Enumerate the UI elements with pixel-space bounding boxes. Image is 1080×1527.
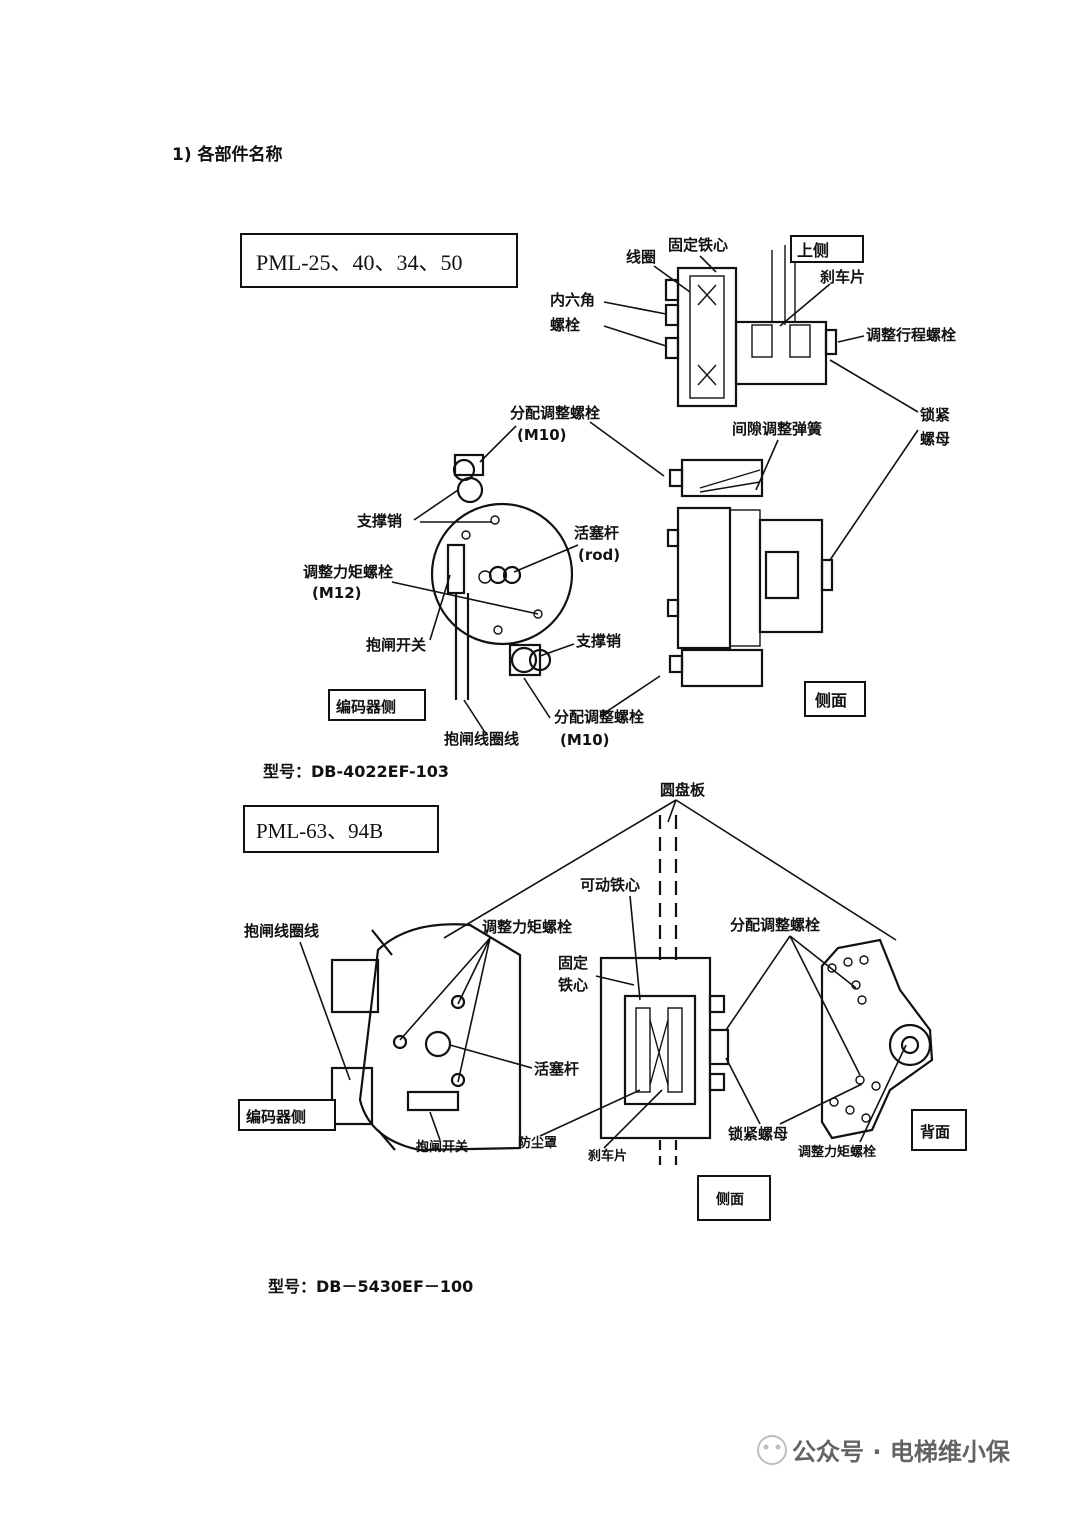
upper-side-view: [664, 245, 838, 408]
top-leaders-1: [603, 255, 919, 561]
label-lock-nut-bottom: 锁紧螺母: [728, 1125, 788, 1143]
label-piston-rod-line2: (rod): [578, 546, 620, 564]
label-side-view-bottom: 侧面: [716, 1191, 744, 1208]
label-dist-bolt-bottom-line2: (M10): [560, 731, 610, 749]
bottom-leaders-left: [299, 895, 663, 1149]
label-brake-coil-wire-bottom: 抱闸线圈线: [244, 922, 319, 940]
label-piston-rod-line1: 活塞杆: [574, 524, 619, 542]
label-dist-bolt-top-line2: (M10): [517, 426, 567, 444]
disc-plate-dashes: [658, 815, 678, 1165]
label-upper-side: 上侧: [797, 241, 829, 260]
label-brake-switch-bottom: 抱闸开关: [416, 1139, 468, 1155]
label-brake-switch-top: 抱闸开关: [366, 636, 426, 654]
diagram-bottom: PML-63、94B 圆盘板 抱闸线圈线 调整力矩螺栓: [238, 781, 967, 1296]
label-adjust-stroke-bolt: 调整行程螺栓: [866, 326, 956, 344]
label-hex-bolt-line2: 螺栓: [550, 316, 580, 334]
label-lock-nut-line2: 螺母: [920, 430, 950, 448]
watermark: 公众号 · 电梯维小保: [757, 1435, 1011, 1466]
encoder-side-view: [430, 453, 574, 700]
model-box-bottom-label: PML-63、94B: [256, 819, 383, 843]
label-disc-plate: 圆盘板: [660, 781, 706, 799]
label-dist-bolt-bottom: 分配调整螺栓: [730, 916, 820, 934]
label-encoder-side-bottom: 编码器侧: [246, 1108, 306, 1126]
label-side-view-top: 侧面: [815, 691, 847, 710]
bottom-leaders-right: [725, 935, 907, 1143]
model-box-top: [240, 233, 518, 288]
label-dust-cover: 防尘罩: [518, 1135, 557, 1151]
diagram-top: PML-25、40、34、50 线圈 固定铁心 上侧 刹车片 内六角 螺栓 调整…: [240, 233, 956, 781]
encoder-side-view-bottom: [330, 923, 522, 1152]
back-view: [820, 938, 934, 1140]
model-number-top: 型号：DB-4022EF-103: [263, 762, 449, 781]
label-brake-pad-bottom: 刹车片: [588, 1148, 627, 1164]
side-view-bottom: [599, 956, 730, 1140]
label-torque-bolt-line2: (M12): [312, 584, 362, 602]
label-dist-bolt-top-line1: 分配调整螺栓: [510, 404, 600, 422]
label-torque-bolt-line1: 调整力矩螺栓: [303, 563, 393, 581]
label-brake-pad-top: 刹车片: [820, 268, 865, 286]
label-brake-coil-wire-top: 抱闸线圈线: [444, 730, 519, 748]
encoder-side-tag-box-bottom: [238, 1099, 336, 1131]
label-fixed-core-line1: 固定: [558, 954, 588, 972]
watermark-text: 公众号 · 电梯维小保: [792, 1438, 1011, 1466]
label-support-pin-bottom: 支撑销: [575, 632, 621, 650]
label-lock-nut-line1: 锁紧: [920, 406, 950, 424]
label-back-side: 背面: [920, 1123, 950, 1141]
label-hex-bolt-line1: 内六角: [550, 291, 595, 309]
upper-side-tag-box: [790, 235, 864, 263]
label-dist-bolt-bottom-line1: 分配调整螺栓: [554, 708, 644, 726]
label-moving-core: 可动铁心: [580, 876, 640, 894]
side-tag-box-top: [804, 681, 866, 717]
model-box-top-label: PML-25、40、34、50: [256, 250, 463, 275]
model-number-bottom: 型号：DB－5430EF－100: [268, 1277, 473, 1296]
disc-plate-leaders: [443, 799, 897, 941]
encoder-side-tag-box-top: [328, 689, 426, 721]
label-piston-rod-bottom: 活塞杆: [534, 1060, 579, 1078]
label-fixed-core: 固定铁心: [668, 236, 728, 254]
label-support-pin-top: 支撑销: [356, 512, 402, 530]
label-gap-spring: 间隙调整弹簧: [732, 420, 822, 438]
label-fixed-core-line2: 铁心: [558, 976, 588, 994]
section-heading: 1) 各部件名称: [172, 144, 283, 165]
side-tag-box-bottom: [697, 1175, 771, 1221]
label-coil: 线圈: [626, 248, 656, 266]
label-torque-bolt-bottom: 调整力矩螺栓: [482, 918, 572, 936]
label-encoder-side-top: 编码器侧: [336, 698, 396, 716]
side-view-top: [666, 458, 834, 688]
model-box-bottom: [243, 805, 439, 853]
top-leaders-2: [391, 421, 779, 735]
label-torque-bolt-bottom-2: 调整力矩螺栓: [798, 1144, 876, 1160]
back-side-tag-box: [911, 1109, 967, 1151]
